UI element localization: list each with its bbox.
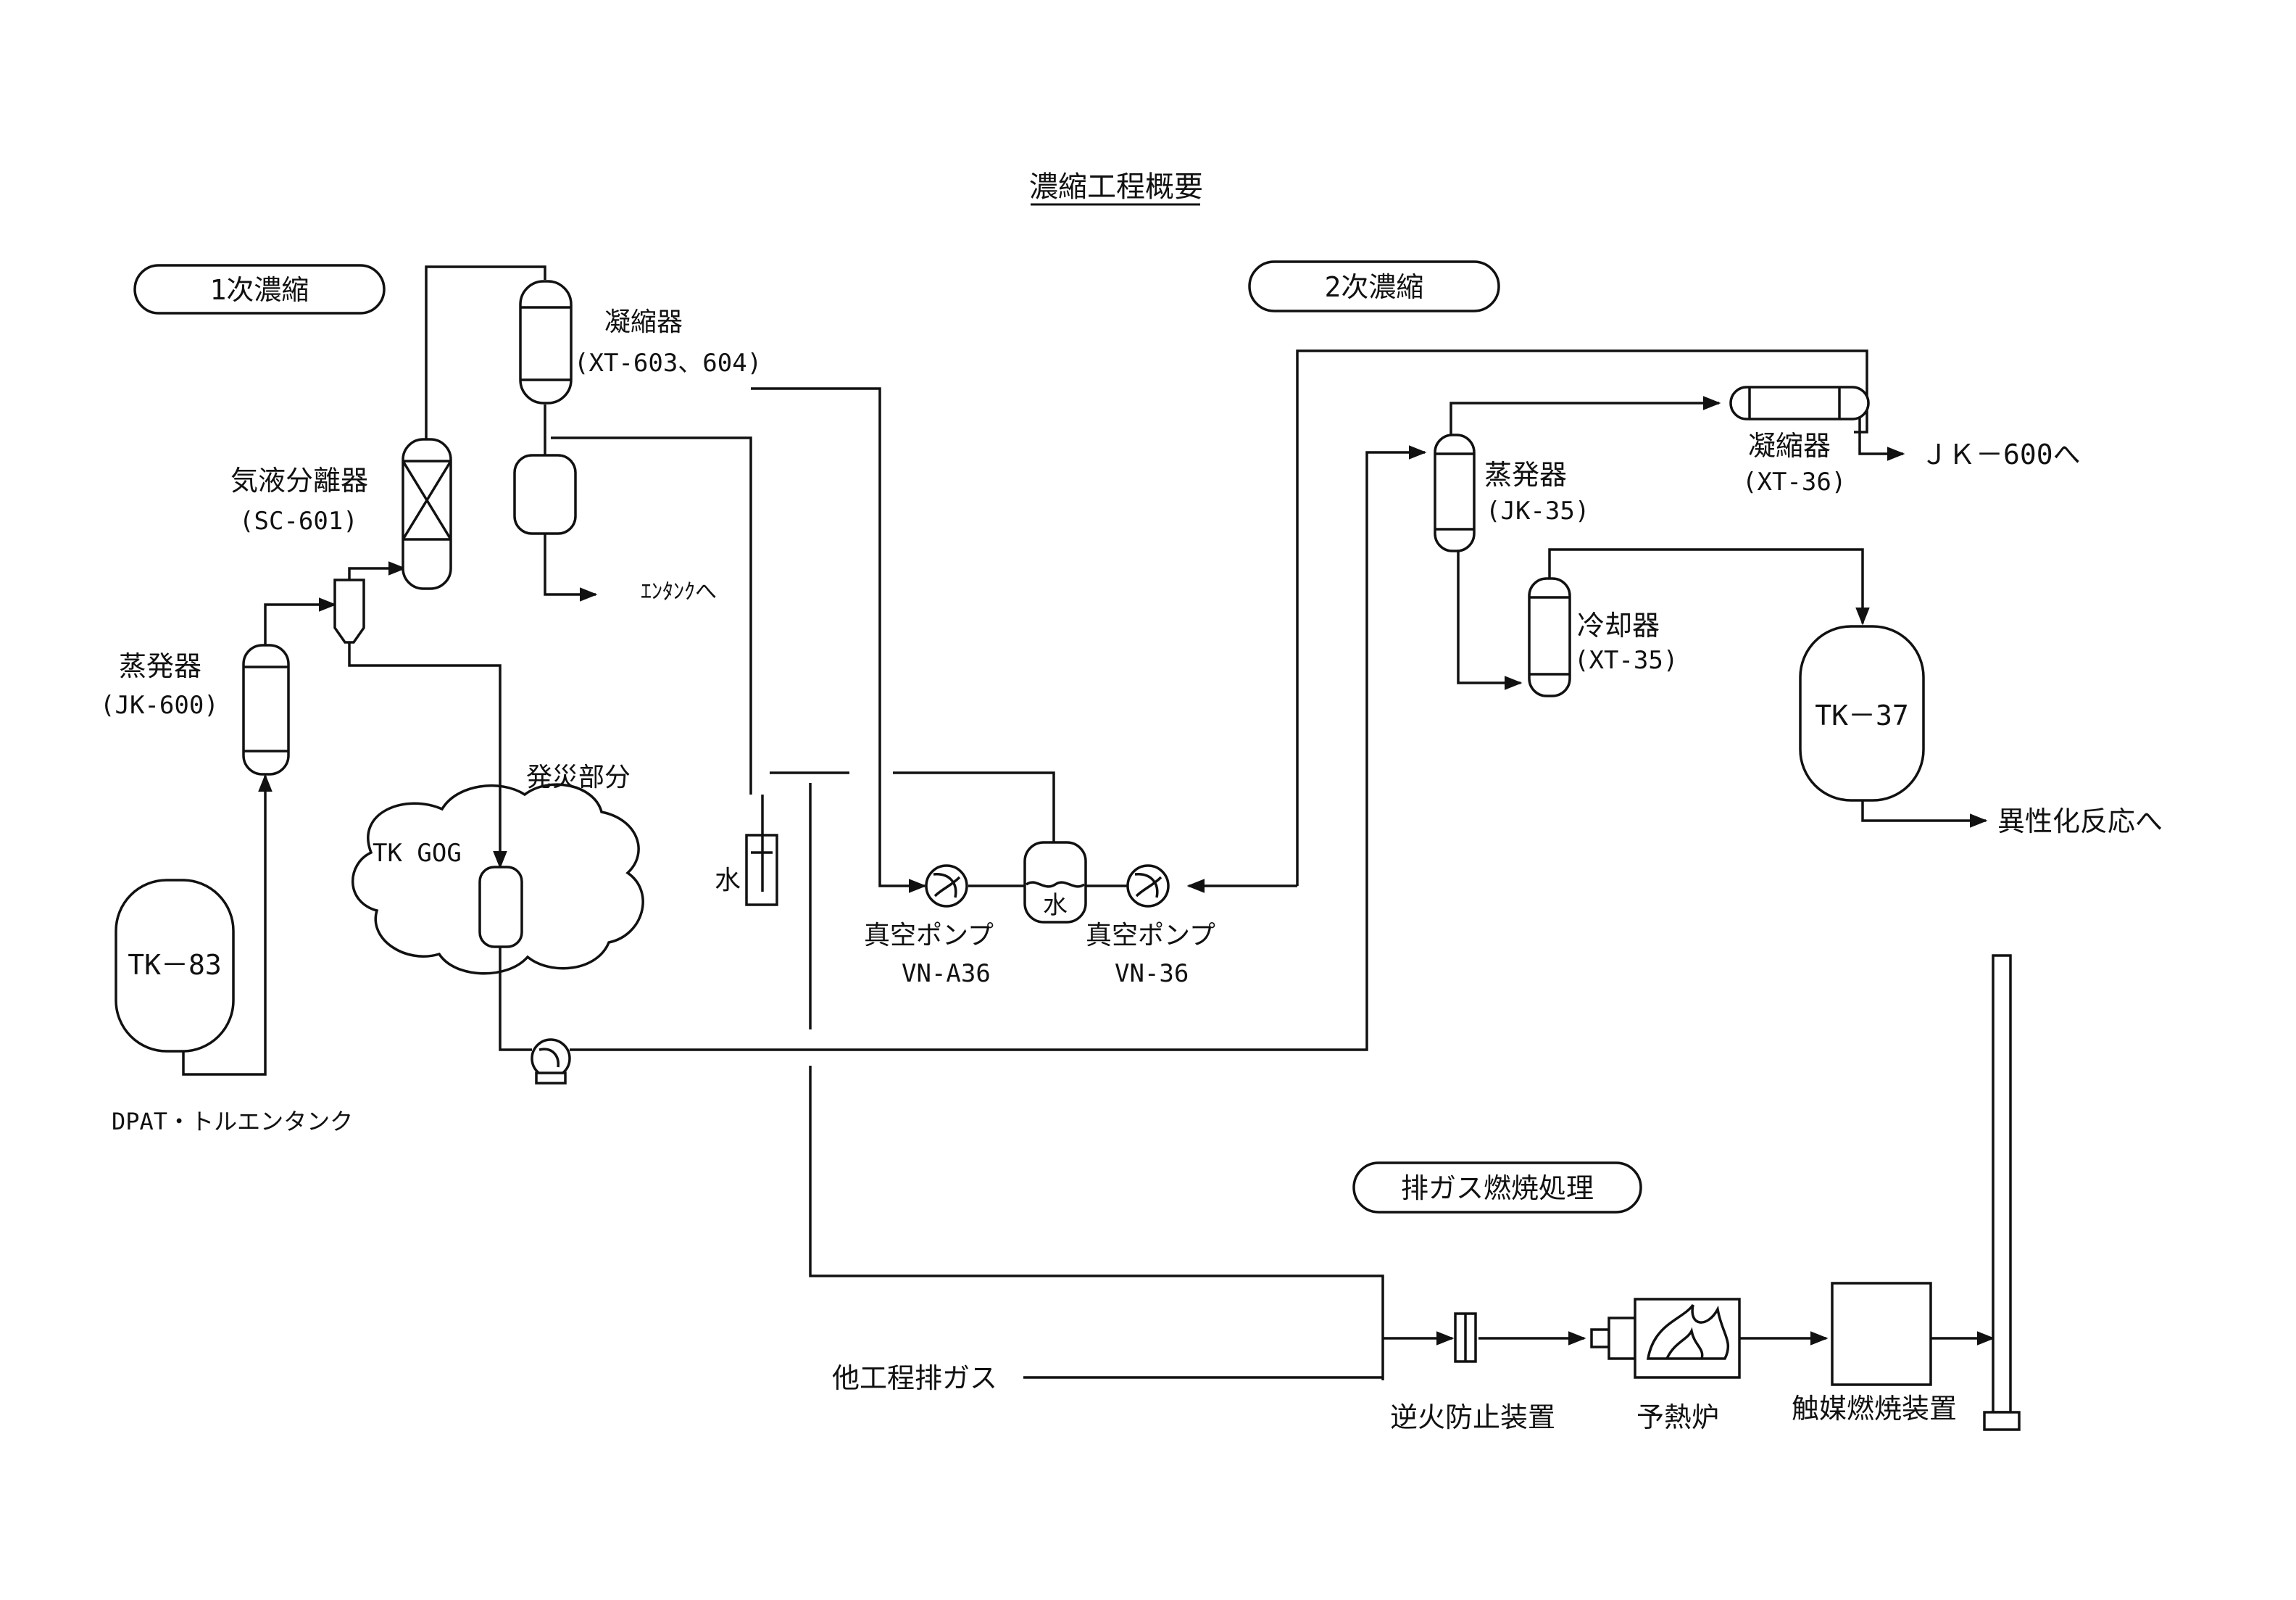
catalytic-combustor-label: 触媒燃焼装置 xyxy=(1792,1393,1957,1425)
vacuum-pump-vn-36 xyxy=(1126,864,1170,908)
transfer-pump xyxy=(531,1038,571,1085)
piping xyxy=(182,265,1995,1380)
pump-a36-tag: VN-A36 xyxy=(902,959,991,988)
vessel-water-label: 水 xyxy=(1043,891,1068,920)
section-secondary-label: 2次濃縮 xyxy=(1325,271,1424,303)
fire-area-cloud xyxy=(352,783,644,975)
water-vessel: 水 xyxy=(1023,841,1087,924)
pump-36-tag: VN-36 xyxy=(1115,959,1189,988)
pump-a36-name: 真空ポンプ xyxy=(864,921,994,950)
condenser-xt-36 xyxy=(1729,386,1870,420)
to-ethanol-tank-label: ｴﾝﾀﾝｸへ xyxy=(641,579,717,605)
exhaust-stack xyxy=(1983,954,2021,1431)
tank-gog xyxy=(478,866,523,948)
fire-area-label: 発災部分 xyxy=(526,763,631,792)
pump-36-name: 真空ポンプ xyxy=(1086,921,1215,950)
receiver-vessel xyxy=(513,454,577,535)
section-primary-badge: 1次濃縮 xyxy=(133,264,386,315)
to-isomerization-label: 異性化反応へ xyxy=(1997,805,2163,837)
tank-83-label: TK－83 xyxy=(128,949,222,981)
diagram-title: 濃縮工程概要 xyxy=(1029,170,1203,206)
condenser-2-name: 凝縮器 xyxy=(1748,430,1831,462)
separator-name: 気液分離器 xyxy=(230,465,368,497)
gas-liquid-separator-sc-601 xyxy=(402,438,452,590)
tank-83-source-label: DPAT・トルエンタンク xyxy=(112,1108,353,1135)
separator-tag: (SC-601) xyxy=(239,507,358,536)
cyclone-separator xyxy=(333,579,365,644)
evaporator-2-name: 蒸発器 xyxy=(1484,459,1567,491)
condenser-2-tag: (XT-36) xyxy=(1742,468,1846,497)
water-seal-vessel xyxy=(745,795,778,906)
condenser-xt-603-604 xyxy=(519,280,573,405)
evaporator-jk-35 xyxy=(1434,434,1476,552)
section-exhaust-badge: 排ガス燃焼処理 xyxy=(1352,1161,1642,1214)
condenser-1-tag: (XT-603、604) xyxy=(574,349,762,378)
title-text: 濃縮工程概要 xyxy=(1029,170,1203,204)
evaporator-2-tag: (JK-35) xyxy=(1486,497,1589,526)
cooler-tag: (XT-35) xyxy=(1574,646,1678,675)
cooler-name: 冷却器 xyxy=(1577,610,1660,642)
section-exhaust-label: 排ガス燃焼処理 xyxy=(1401,1172,1594,1204)
catalytic-combustor xyxy=(1831,1282,1932,1386)
tank-gog-label: TK GOG xyxy=(373,839,462,868)
vacuum-pump-vn-a36 xyxy=(925,864,968,908)
preheater xyxy=(1590,1298,1741,1379)
cooler-xt-35 xyxy=(1528,577,1571,697)
evaporator-1-tag: (JK-600) xyxy=(100,691,219,720)
to-jk600-label: ＪＫ－600へ xyxy=(1921,439,2081,471)
evaporator-1-name: 蒸発器 xyxy=(119,650,201,682)
other-exhaust-label: 他工程排ガス xyxy=(832,1362,997,1394)
tank-tk-83: TK－83 xyxy=(115,879,235,1053)
condenser-1-name: 凝縮器 xyxy=(604,307,683,337)
section-primary-label: 1次濃縮 xyxy=(210,274,309,306)
tank-tk-37: TK－37 xyxy=(1799,625,1925,802)
evaporator-jk-600 xyxy=(242,644,290,776)
flame-arrester xyxy=(1454,1312,1477,1363)
flame-arrester-label: 逆火防止装置 xyxy=(1390,1401,1555,1433)
water-seal-label: 水 xyxy=(715,866,741,895)
tank-37-label: TK－37 xyxy=(1815,700,1909,731)
section-secondary-badge: 2次濃縮 xyxy=(1248,260,1500,312)
preheater-label: 予熱炉 xyxy=(1636,1401,1719,1433)
